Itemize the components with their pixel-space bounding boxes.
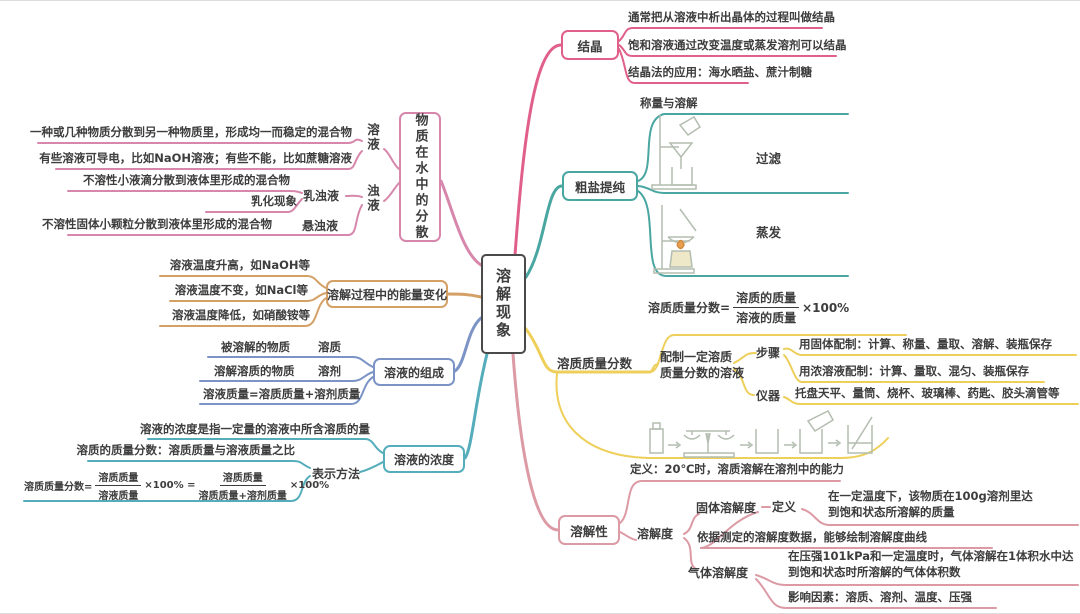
gas-definition-line1: 在压强101kPa和一定温度时，气体溶解在1体积水中达	[788, 549, 1074, 563]
concentration-branch-lines	[23, 352, 489, 502]
gas-definition-leaf: 在压强101kPa和一定温度时，气体溶解在1体积水中达 到饱和状态时所溶解的气体…	[788, 548, 1074, 580]
solution-leaf-1: 一种或几种物质分散到另一种物质里，形成均一而稳定的混合物	[30, 125, 352, 139]
solution-leaf-2: 有些溶液可导电，比如NaOH溶液；有些不能，比如蔗糖溶液	[39, 151, 352, 165]
mass-fraction-branch-lines	[524, 327, 1079, 459]
formula2-num1: 溶质质量	[95, 469, 142, 486]
emulsion-leaf-1: 不溶性小液滴分散到液体里形成的混合物	[83, 173, 290, 187]
solute-desc-leaf: 被溶解的物质	[221, 340, 290, 354]
salt-purification-branch-lines	[524, 113, 849, 279]
solid-definition-line2: 到饱和状态所溶解的质量	[828, 505, 955, 519]
representation-node: 表示方法	[312, 467, 361, 481]
gas-solubility-node: 气体溶解度	[688, 566, 749, 580]
turbid-node: 浊液	[365, 184, 380, 213]
steps-node: 步骤	[756, 346, 781, 360]
solubility-degree-node: 溶解度	[637, 527, 674, 541]
solute-term-leaf: 溶质	[318, 340, 341, 354]
preparation-line1: 配制一定溶质	[660, 350, 733, 364]
solid-solubility-node: 固体溶解度	[696, 501, 757, 515]
formula2-den1: 溶液质量	[98, 491, 139, 502]
concentration-formula: 溶质质量分数= 溶质质量溶液质量 ×100% = 溶质质量溶质质量+溶剂质量 ×…	[24, 469, 329, 502]
formula-lhs: 溶质质量分数=	[648, 301, 731, 315]
solution-node: 溶液	[365, 123, 380, 152]
formula2-den2: 溶质质量+溶剂质量	[198, 491, 287, 502]
energy-leaf-3: 溶液温度降低，如硝酸铵等	[172, 308, 310, 322]
energy-node: 溶解过程中的能量变化	[326, 280, 448, 308]
solubility-branch-lines	[511, 352, 1079, 609]
dispersion-branch-lines	[37, 138, 483, 267]
gas-factors-leaf: 影响因素：溶质、溶剂、温度、压强	[788, 590, 972, 604]
formula2-lhs: 溶质质量分数=	[24, 482, 93, 493]
solubility-definition-leaf: 定义：20℃时，溶质溶解在溶剂中的能力	[630, 462, 844, 476]
solvent-term-leaf: 溶剂	[318, 364, 341, 378]
gas-definition-line2: 到饱和状态时所溶解的气体体积数	[788, 565, 961, 579]
composition-branch-lines	[199, 316, 483, 405]
mass-fraction-node: 溶质质量分数	[557, 356, 633, 371]
energy-leaf-1: 溶液温度升高，如NaOH等	[169, 258, 310, 272]
formula-numerator: 溶质的质量	[733, 289, 800, 308]
crystallization-leaf-3: 结晶法的应用：海水晒盐、蔗汁制糖	[628, 65, 812, 79]
crystallization-leaf-1: 通常把从溶液中析出晶体的过程叫做结晶	[628, 10, 835, 24]
composition-node: 溶液的组成	[373, 358, 455, 386]
suspension-leaf: 不溶性固体小颗粒分散到液体里形成的混合物	[42, 217, 272, 231]
solid-definition-node: 定义	[772, 500, 797, 514]
energy-branch-lines	[159, 275, 483, 327]
crystallization-leaf-2: 饱和溶液通过改变温度或蒸发溶剂可以结晶	[628, 38, 847, 52]
solution-preparation-image	[649, 410, 873, 458]
solubility-node: 溶解性	[558, 515, 620, 545]
energy-leaf-2: 溶液温度不变，如NaCl等	[174, 283, 308, 297]
solid-definition-leaf: 在一定温度下，该物质在100g溶剂里达 到饱和状态所溶解的质量	[828, 488, 1033, 520]
emulsification-leaf: 乳化现象	[251, 194, 297, 208]
concentration-definition-leaf: 溶液的浓度是指一定量的溶液中所含溶质的量	[140, 422, 370, 436]
solid-definition-line1: 在一定温度下，该物质在100g溶剂里达	[828, 489, 1033, 503]
emulsion-node: 乳浊液	[303, 189, 340, 203]
suspension-node: 悬浊液	[302, 219, 339, 233]
evaporation-apparatus-image	[653, 205, 697, 274]
formula-denominator: 溶液的质量	[736, 311, 797, 325]
instruments-leaf: 托盘天平、量筒、烧杯、玻璃棒、药匙、胶头滴管等	[795, 386, 1060, 400]
instruments-node: 仪器	[756, 389, 781, 403]
formula2-num2: 溶质质量	[219, 469, 266, 486]
crystallization-node: 结晶	[561, 30, 619, 60]
weigh-dissolve-leaf: 称量与溶解	[640, 96, 698, 110]
step-concentrated-leaf: 用浓溶液配制：计算、量取、混匀、装瓶保存	[799, 364, 1029, 378]
concentration-node: 溶液的浓度	[383, 445, 465, 473]
mass-fraction-ratio-leaf: 溶质的质量分数：溶质质量与溶液质量之比	[76, 443, 296, 457]
solvent-desc-leaf: 溶解溶质的物质	[214, 364, 295, 378]
solubility-curve-leaf: 依据测定的溶解度数据，能够绘制溶解度曲线	[697, 530, 927, 544]
formula2-suffix: ×100%	[289, 480, 330, 491]
filtration-label: 过滤	[756, 151, 782, 166]
formula-suffix: ×100%	[802, 300, 850, 315]
mass-equation-leaf: 溶液质量=溶质质量+溶剂质量	[203, 387, 361, 401]
step-solid-leaf: 用固体配制：计算、称量、量取、溶解、装瓶保存	[799, 337, 1052, 351]
center-node: 溶解现象	[481, 254, 526, 354]
preparation-node: 配制一定溶质 质量分数的溶液	[660, 349, 744, 381]
formula2-mid: ×100% =	[144, 480, 196, 491]
mass-fraction-formula: 溶质质量分数= 溶质的质量溶液的质量 ×100%	[648, 289, 849, 326]
salt-purification-node: 粗盐提纯	[562, 171, 638, 201]
filtration-apparatus-image	[651, 115, 702, 190]
preparation-line2: 质量分数的溶液	[660, 366, 745, 380]
evaporation-label: 蒸发	[756, 225, 782, 240]
crystallization-branch-lines	[513, 27, 837, 257]
dispersion-node: 物质在水中的分散	[399, 112, 441, 242]
